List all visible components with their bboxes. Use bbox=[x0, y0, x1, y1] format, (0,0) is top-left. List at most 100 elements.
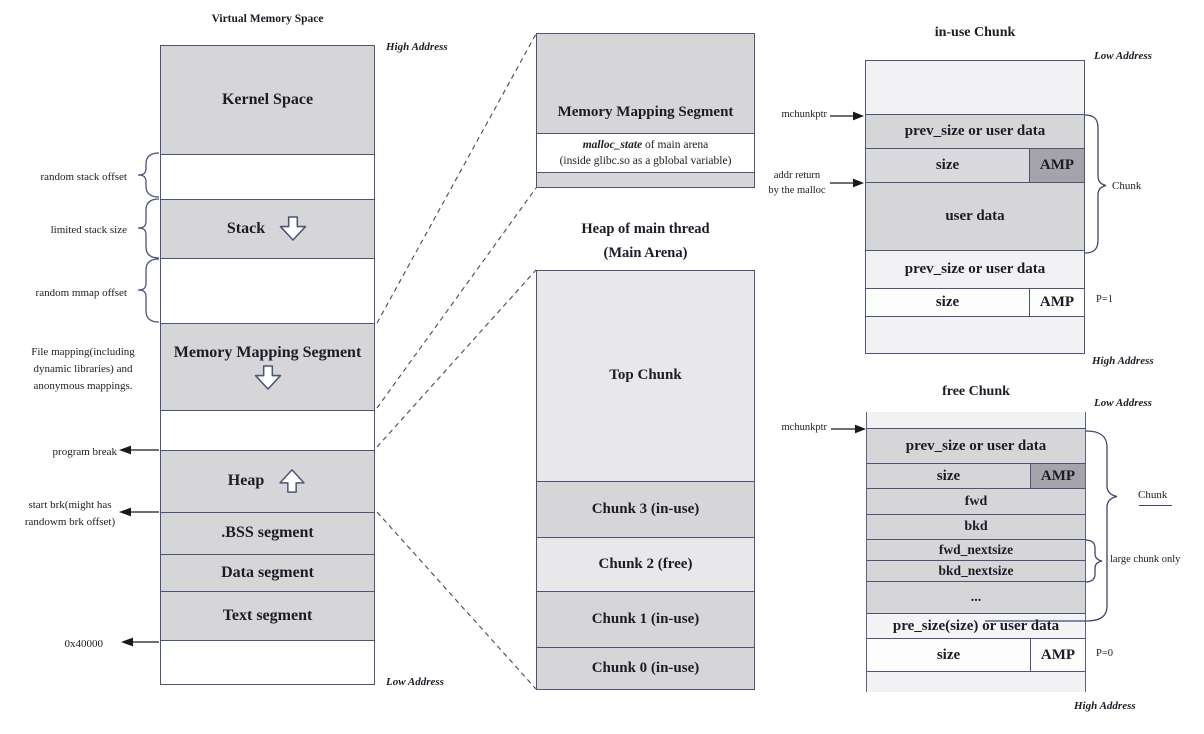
inuse-amp-box1: AMP bbox=[1029, 149, 1084, 183]
bss-label: .BSS segment bbox=[221, 524, 314, 542]
free-pre-size-row: pre_size(size) or user data bbox=[867, 613, 1085, 638]
down-arrow-icon bbox=[254, 365, 281, 390]
malloc-state-band: malloc_state of main arena (inside glibc… bbox=[537, 132, 754, 173]
inuse-amp-label1: AMP bbox=[1039, 157, 1075, 174]
start-brk-line1: start brk(might has bbox=[28, 499, 112, 511]
free-size-label1: size bbox=[936, 467, 961, 484]
kernel-space-label: Kernel Space bbox=[221, 90, 314, 108]
segment-memory-mapping: Memory Mapping Segment bbox=[161, 323, 374, 410]
free-fwd-nextsize-row: fwd_nextsize bbox=[867, 539, 1085, 560]
chunk3-label: Chunk 3 (in-use) bbox=[591, 500, 700, 517]
gap-random-mmap-offset bbox=[161, 258, 374, 324]
inuse-mchunkptr-label: mchunkptr bbox=[781, 109, 828, 120]
addr-return-note: addr return by the malloc bbox=[764, 169, 830, 198]
stack-label: Stack bbox=[226, 219, 266, 237]
top-chunk-row: Top Chunk bbox=[537, 271, 754, 481]
free-prev-size-row: prev_size or user data bbox=[867, 428, 1085, 463]
text-start-arrowhead bbox=[121, 637, 133, 647]
free-empty-bottom-strip bbox=[867, 672, 1085, 692]
free-amp-label2: AMP bbox=[1040, 646, 1076, 663]
free-size-row2: size AMP bbox=[867, 638, 1085, 672]
random-mmap-offset-label: random mmap offset bbox=[35, 287, 127, 299]
free-pre-size-label: pre_size(size) or user data bbox=[892, 617, 1060, 634]
addr-return-arrowhead bbox=[853, 178, 864, 188]
main-arena-box: Top Chunk Chunk 3 (in-use) Chunk 2 (free… bbox=[536, 270, 755, 690]
free-fwd-nextsize-label: fwd_nextsize bbox=[938, 542, 1014, 557]
program-break-label: program break bbox=[52, 446, 117, 458]
free-fwd-label: fwd bbox=[964, 493, 988, 509]
inuse-size-row2: size AMP bbox=[866, 288, 1084, 317]
inuse-low-address-label: Low Address bbox=[1094, 50, 1152, 62]
free-prev-size-label: prev_size or user data bbox=[905, 437, 1047, 454]
top-chunk-label: Top Chunk bbox=[609, 367, 682, 384]
free-amp-box2: AMP bbox=[1030, 639, 1085, 671]
virtual-memory-box: Kernel Space Stack Memory Mapping Segmen… bbox=[160, 45, 375, 685]
mms-detail-title-band: Memory Mapping Segment bbox=[537, 34, 754, 133]
text-segment-label: Text segment bbox=[222, 607, 313, 625]
free-bkd-row: bkd bbox=[867, 514, 1085, 539]
inuse-chunk-brace bbox=[1084, 114, 1107, 254]
left-brace-group bbox=[137, 152, 160, 323]
mms-detail-box: Memory Mapping Segment malloc_state of m… bbox=[536, 33, 755, 188]
chunk0-row: Chunk 0 (in-use) bbox=[537, 647, 754, 689]
free-empty-top-strip bbox=[867, 412, 1085, 428]
malloc-state-term: malloc_state bbox=[582, 138, 643, 151]
mms-detail-title: Memory Mapping Segment bbox=[557, 103, 734, 120]
malloc-state-line2: (inside glibc.so as a gblobal variable) bbox=[559, 154, 732, 167]
mms-detail-bottom-strip bbox=[537, 172, 754, 187]
virtual-memory-title: Virtual Memory Space bbox=[211, 13, 324, 25]
gap-below-text-segment bbox=[161, 640, 374, 684]
inuse-size-row1: size AMP bbox=[866, 148, 1084, 183]
left-high-address-label: High Address bbox=[386, 41, 448, 53]
file-mapping-note: File mapping(including dynamic libraries… bbox=[18, 344, 148, 395]
random-mmap-offset-brace bbox=[137, 258, 160, 323]
start-brk-line2: randowm brk offset) bbox=[24, 516, 116, 528]
inuse-size-label2: size bbox=[935, 294, 960, 311]
segment-heap: Heap bbox=[161, 449, 374, 512]
chunk0-label: Chunk 0 (in-use) bbox=[591, 660, 700, 677]
inuse-prev-size-row2: prev_size or user data bbox=[866, 249, 1084, 289]
segment-bss: .BSS segment bbox=[161, 511, 374, 555]
free-bkd-nextsize-label: bkd_nextsize bbox=[938, 563, 1014, 578]
left-low-address-label: Low Address bbox=[386, 676, 444, 688]
free-high-address-label: High Address bbox=[1074, 700, 1136, 712]
text-start-address-label: 0x40000 bbox=[64, 638, 104, 650]
gap-random-stack-offset bbox=[161, 153, 374, 199]
free-ellipsis-row: ... bbox=[867, 581, 1085, 613]
free-mchunkptr-arrowhead bbox=[855, 424, 866, 434]
right-arrow-group bbox=[830, 115, 855, 430]
chunk1-label: Chunk 1 (in-use) bbox=[591, 611, 700, 628]
chunk2-row: Chunk 2 (free) bbox=[537, 536, 754, 592]
chunk1-row: Chunk 1 (in-use) bbox=[537, 591, 754, 648]
inuse-prev-size-row1: prev_size or user data bbox=[866, 113, 1084, 149]
random-stack-offset-brace bbox=[137, 152, 160, 198]
free-bkd-nextsize-row: bkd_nextsize bbox=[867, 560, 1085, 581]
segment-text: Text segment bbox=[161, 591, 374, 641]
left-arrowheads bbox=[119, 445, 133, 647]
down-arrow-icon bbox=[279, 216, 307, 242]
free-mchunkptr-label: mchunkptr bbox=[781, 422, 828, 433]
file-mapping-line2: dynamic libraries) and bbox=[33, 363, 133, 375]
start-brk-note: start brk(might has randowm brk offset) bbox=[10, 497, 130, 531]
file-mapping-line3: anonymous mappings. bbox=[33, 380, 133, 392]
free-p-flag: P=0 bbox=[1096, 648, 1114, 659]
free-chunk-brace-label: Chunk bbox=[1138, 489, 1168, 501]
inuse-high-address-label: High Address bbox=[1092, 355, 1154, 367]
free-size-row1: size AMP bbox=[867, 463, 1085, 488]
free-low-address-label: Low Address bbox=[1094, 397, 1152, 409]
free-chunk-title: free Chunk bbox=[942, 384, 1010, 399]
dashed-connector-lines bbox=[376, 33, 537, 690]
limited-stack-size-label: limited stack size bbox=[50, 224, 127, 236]
segment-kernel-space: Kernel Space bbox=[161, 46, 374, 154]
large-chunk-only-label: large chunk only bbox=[1110, 554, 1181, 565]
malloc-state-line1: malloc_state of main arena bbox=[583, 137, 709, 153]
inuse-amp-box2: AMP bbox=[1029, 289, 1084, 317]
free-fwd-row: fwd bbox=[867, 488, 1085, 514]
free-size-label2: size bbox=[936, 646, 961, 663]
inuse-chunk-brace-label: Chunk bbox=[1112, 180, 1142, 192]
inuse-prev-size-label2: prev_size or user data bbox=[904, 261, 1046, 278]
inuse-user-data-label: user data bbox=[945, 207, 1005, 224]
malloc-state-suffix: of main arena bbox=[642, 138, 709, 151]
free-bkd-label: bkd bbox=[964, 519, 988, 534]
inuse-mchunkptr-arrowhead bbox=[853, 111, 864, 121]
